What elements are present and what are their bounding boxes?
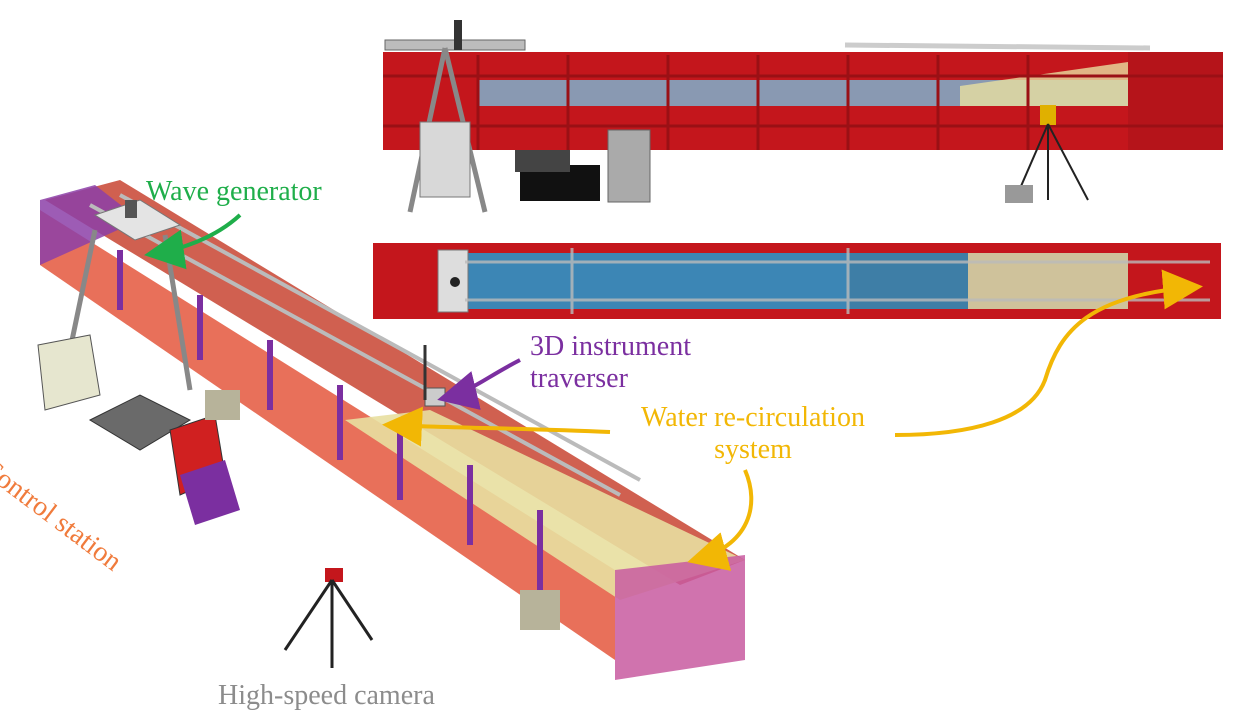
label-wave-generator: Wave generator [146, 176, 322, 207]
label-water-recirculation: Water re-circulation system [628, 402, 878, 466]
camera-body [325, 568, 343, 582]
wave-generator-arrow [144, 213, 242, 270]
iso-wave-generator-motor [125, 200, 137, 218]
flume-iso-end-tank [615, 555, 745, 680]
label-high-speed-camera: High-speed camera [218, 680, 435, 711]
traverser-arrow [437, 358, 521, 410]
side-pump-box [1005, 185, 1033, 203]
side-right-rail [844, 42, 1151, 51]
iso-traverser-block [424, 387, 446, 407]
recirculation-arrow-down [687, 469, 754, 571]
iso-support-stands [205, 390, 560, 630]
label-recirculation-line1: Water re-circulation [641, 402, 865, 433]
flume-plan-paddle [450, 277, 460, 287]
side-elevation-view [383, 20, 1223, 213]
flume-iso-gen-tank [40, 185, 140, 265]
flume-side-glass-panels [383, 55, 1223, 150]
label-traverser-line1: 3D instrument [530, 331, 691, 362]
iso-control-base [180, 460, 240, 525]
flume-side-beach [960, 62, 1128, 106]
isometric-view [37, 180, 745, 680]
flume-plan-end-tank [1128, 243, 1221, 319]
label-traverser-line2: traverser [530, 363, 628, 394]
side-computer-rack [607, 129, 651, 203]
flume-side-end-tank [1128, 52, 1223, 150]
iso-control-desk [88, 394, 192, 451]
recirculation-arrow-right [894, 269, 1203, 437]
side-control-cabinet [419, 121, 471, 198]
flume-iso-sand [345, 410, 745, 600]
flume-iso-near-wall [40, 210, 615, 660]
plan-view [373, 243, 1221, 319]
iso-control-cabinet [37, 334, 101, 411]
label-3d-instrument-traverser: 3D instrument traverser [530, 331, 691, 395]
high-speed-camera-tripod [283, 568, 374, 668]
label-recirculation-line2: system [714, 434, 792, 465]
flume-plan-rails [465, 248, 1210, 314]
recirculation-arrow-left [382, 406, 611, 447]
side-camera-mount [1040, 105, 1056, 125]
side-generator-post [454, 20, 462, 50]
side-monitor [515, 150, 570, 172]
